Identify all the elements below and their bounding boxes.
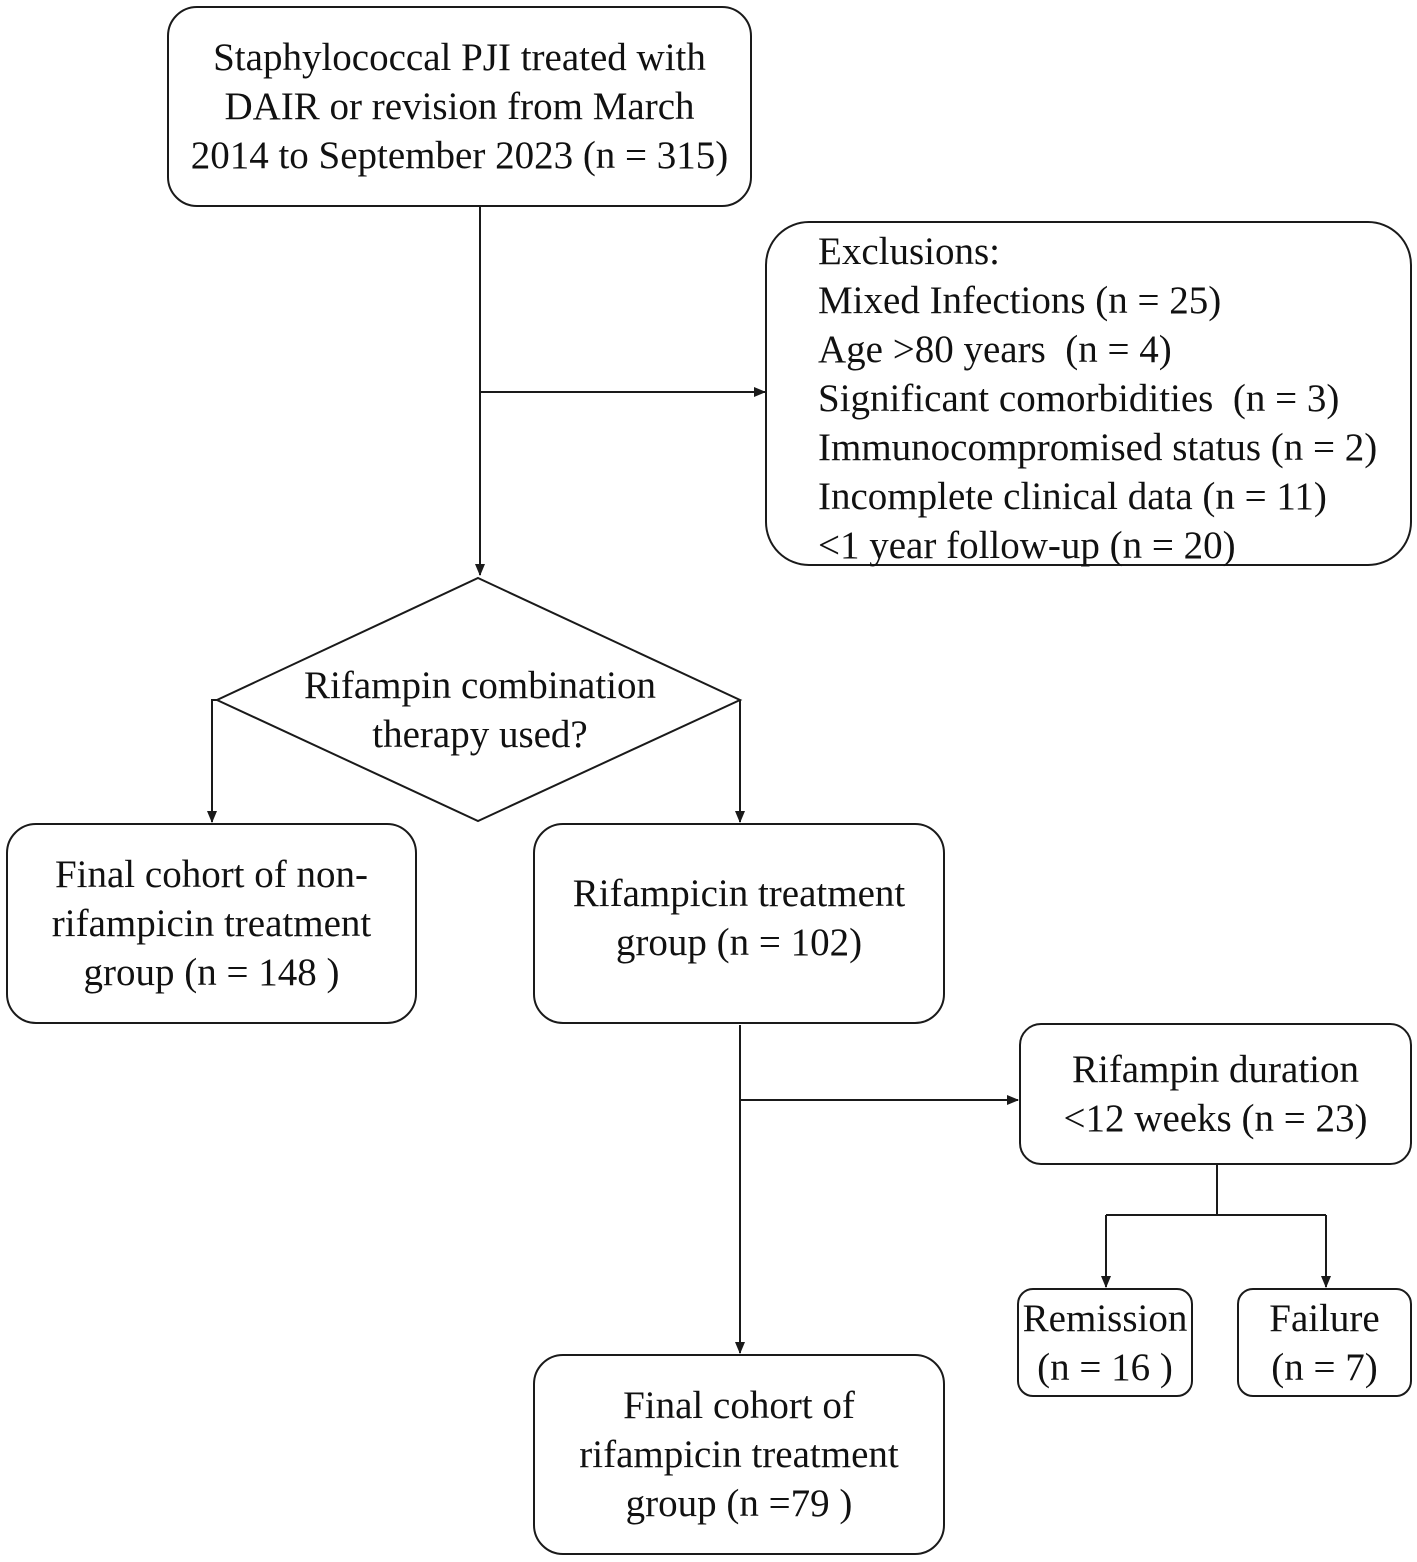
non-rif-cohort-box: Final cohort of non- rifampicin treatmen…	[6, 823, 417, 1024]
failure-box: Failure (n = 7)	[1237, 1288, 1412, 1397]
remission-line-1: Remission	[1022, 1296, 1188, 1340]
remission-box: Remission (n = 16 )	[1017, 1288, 1193, 1397]
decision-line-2: therapy used?	[372, 713, 588, 756]
failure-line-2: (n = 7)	[1271, 1345, 1378, 1389]
rif-group-line-2: group (n = 102)	[615, 921, 863, 964]
non-rif-line-2: rifampicin treatment	[51, 902, 372, 945]
duration-line-1: Rifampin duration	[1071, 1048, 1360, 1091]
decision-line-1: Rifampin combination	[303, 664, 657, 707]
final-rif-cohort-box: Final cohort of rifampicin treatment gro…	[533, 1354, 945, 1555]
exclusion-item: Age >80 years (n = 4)	[818, 328, 1172, 371]
exclusions-box: Exclusions: Mixed Infections (n = 25) Ag…	[765, 221, 1412, 567]
exclusion-item: Significant comorbidities (n = 3)	[818, 377, 1340, 420]
non-rif-line-3: group (n = 148 )	[83, 951, 340, 994]
exclusion-item: Mixed Infections (n = 25)	[818, 279, 1222, 322]
exclusion-item: Incomplete clinical data (n = 11)	[818, 475, 1327, 518]
rif-group-line-1: Rifampicin treatment	[572, 872, 906, 915]
start-line-2: DAIR or revision from March	[224, 85, 695, 128]
decision-label: Rifampin combination therapy used?	[290, 660, 670, 760]
final-rif-line-3: group (n =79 )	[625, 1482, 853, 1525]
start-line-1: Staphylococcal PJI treated with	[213, 36, 706, 79]
final-rif-line-1: Final cohort of	[623, 1384, 855, 1427]
failure-line-1: Failure	[1269, 1296, 1380, 1340]
duration-line-2: <12 weeks (n = 23)	[1063, 1097, 1368, 1140]
exclusion-item: <1 year follow-up (n = 20)	[818, 524, 1236, 567]
exclusions-heading: Exclusions:	[818, 230, 1000, 273]
remission-line-2: (n = 16 )	[1037, 1345, 1173, 1389]
connector-decision-to-non-rif	[207, 699, 217, 823]
decision-diamond	[214, 576, 743, 823]
start-line-3: 2014 to September 2023 (n = 315)	[190, 134, 729, 177]
start-box: Staphylococcal PJI treated with DAIR or …	[167, 6, 752, 207]
non-rif-line-1: Final cohort of non-	[54, 853, 368, 896]
exclusion-item: Immunocompromised status (n = 2)	[818, 426, 1378, 469]
duration-box: Rifampin duration <12 weeks (n = 23)	[1019, 1023, 1412, 1165]
rif-group-box: Rifampicin treatment group (n = 102)	[533, 823, 945, 1024]
final-rif-line-2: rifampicin treatment	[579, 1433, 899, 1476]
